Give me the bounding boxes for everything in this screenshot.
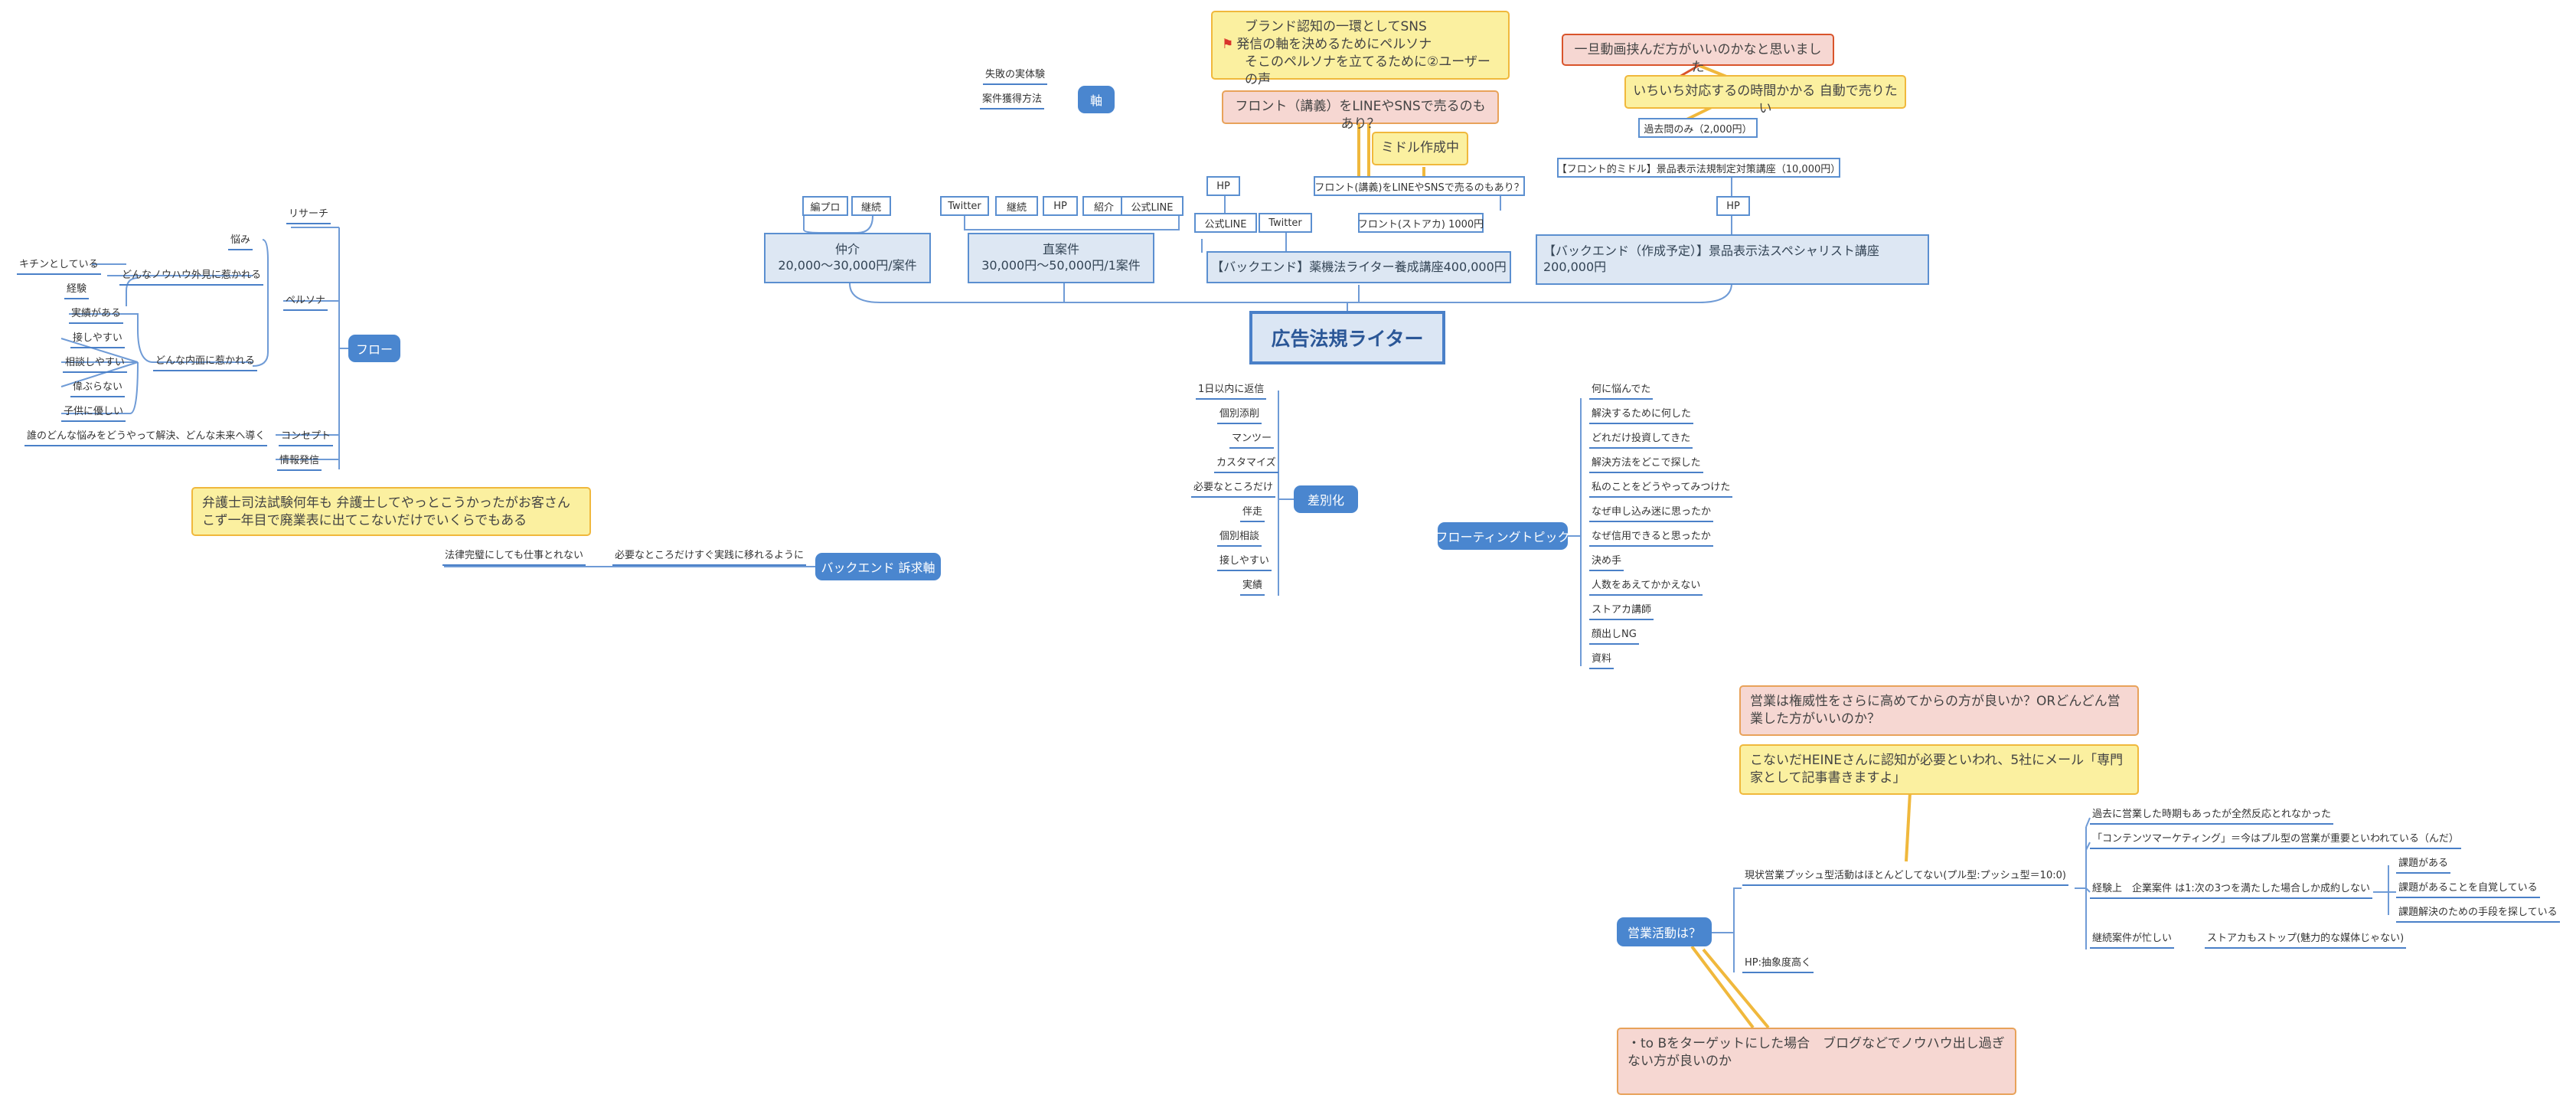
- backend2-tag-kakomon[interactable]: 過去問のみ（2,000円）: [1638, 118, 1758, 138]
- float-item-6[interactable]: なぜ申し込み迷に思ったか: [1589, 506, 1714, 522]
- backend2-box[interactable]: 【バックエンド（作成予定）】景品表示法スペシャリスト講座200,000円: [1536, 234, 1929, 285]
- backend1-tag-storeaka[interactable]: フロント(ストアカ) 1000円: [1358, 213, 1484, 233]
- note-brand-line-2: ⚑発信の軸を決めるためにペルソナ: [1222, 36, 1499, 54]
- flow-joho[interactable]: 情報発信: [277, 455, 322, 471]
- flow-research[interactable]: リサーチ: [286, 208, 331, 224]
- sales-keiken-item-3[interactable]: 課題解決のための手段を探している: [2396, 907, 2560, 923]
- backend1-tag-hp[interactable]: HP: [1206, 176, 1240, 196]
- backend2-tag-middle[interactable]: 【フロント的ミドル】景品表示法規制定対策講座（10,000円）: [1557, 158, 1840, 178]
- flow-naimen[interactable]: どんな内面に惹かれる: [153, 355, 258, 371]
- backend1-tag-front-line[interactable]: フロント(講義)をLINEやSNSで売るのもあり？: [1314, 176, 1525, 196]
- flag-icon: ⚑: [1222, 36, 1234, 52]
- sales-keiken[interactable]: 経験上 企業案件 は1:次の3つを満たした場合しか成約しない: [2090, 883, 2373, 899]
- diff-item-6[interactable]: 伴走: [1240, 506, 1265, 522]
- sales-hp-item[interactable]: HP:抽象度高く: [1742, 957, 1814, 973]
- chokuanken-tag-keizoku[interactable]: 継続: [995, 196, 1038, 216]
- diff-item-3[interactable]: マンツー: [1229, 433, 1275, 449]
- chokuanken-price: 30,000円〜50,000円/1案件: [981, 258, 1141, 273]
- topic-flow[interactable]: フロー: [348, 335, 400, 362]
- backend1-box[interactable]: 【バックエンド】薬機法ライター養成講座400,000円: [1206, 251, 1511, 283]
- chukai-title: 仲介: [834, 242, 860, 257]
- backend2-tag-hp[interactable]: HP: [1716, 196, 1750, 216]
- diff-item-7[interactable]: 個別相談: [1217, 531, 1262, 547]
- diff-item-8[interactable]: 接しやすい: [1217, 555, 1272, 571]
- sales-sub-item-2[interactable]: 「コンテンツマーケティング」＝今はプル型の営業が重要といわれている（んだ）: [2090, 833, 2461, 849]
- flow-gaiken-item-1[interactable]: キチンとしている: [17, 259, 101, 275]
- float-item-4[interactable]: 解決方法をどこで探した: [1589, 457, 1703, 473]
- chokuanken-title: 直案件: [1042, 242, 1079, 257]
- note-brand-line-3: そこのペルソナを立てるために②ユーザーの声: [1245, 54, 1490, 87]
- float-item-5[interactable]: 私のことをどうやってみつけた: [1589, 482, 1733, 498]
- flow-naimen-item-4[interactable]: 偉ぶらない: [70, 381, 126, 397]
- chukai-price: 20,000〜30,000円/案件: [778, 258, 917, 273]
- sales-storeaka[interactable]: ストアカもストップ(魅力的な媒体じゃない): [2205, 933, 2407, 949]
- sales-keizoku[interactable]: 継続案件が忙しい: [2090, 933, 2175, 949]
- float-item-1[interactable]: 何に悩んでた: [1589, 384, 1654, 400]
- diff-item-5[interactable]: 必要なところだけ: [1191, 482, 1276, 498]
- flow-concept[interactable]: コンセプト: [279, 430, 334, 446]
- flow-persona[interactable]: ペルソナ: [283, 295, 328, 311]
- jiku-item-1[interactable]: 失敗の実体験: [983, 69, 1048, 85]
- diff-item-1[interactable]: 1日以内に返信: [1196, 384, 1267, 400]
- float-item-7[interactable]: なぜ信用できると思ったか: [1589, 531, 1713, 547]
- float-item-10[interactable]: ストアカ講師: [1589, 604, 1654, 620]
- flow-naimen-item-5[interactable]: 子供に優しい: [61, 406, 126, 422]
- flow-concept-text[interactable]: 誰のどんな悩みをどうやって解決、どんな未来へ導く: [24, 430, 268, 446]
- topic-jiku[interactable]: 軸: [1078, 86, 1115, 113]
- backend1-tag-line[interactable]: 公式LINE: [1194, 213, 1257, 233]
- topic-differentiation[interactable]: 差別化: [1294, 485, 1358, 513]
- note-bengoshi[interactable]: 弁護士司法試験何年も 弁護士してやっとこうかったがお客さんこず一年目で廃業表に出…: [191, 487, 591, 536]
- note-brand-line-2-text: 発信の軸を決めるためにペルソナ: [1236, 36, 1432, 52]
- float-item-3[interactable]: どれだけ投資してきた: [1589, 433, 1693, 449]
- backend2-title: 【バックエンド（作成予定）】景品表示法スペシャリスト講座200,000円: [1543, 243, 1879, 274]
- flow-naimen-item-2[interactable]: 接しやすい: [70, 332, 125, 348]
- sales-sub-item-1[interactable]: 過去に営業した時期もあったが全然反応とれなかった: [2090, 809, 2334, 825]
- note-tob[interactable]: ・to Bをターゲットにした場合 ブログなどでノウハウ出し過ぎない方が良いのか: [1617, 1028, 2016, 1095]
- float-item-11[interactable]: 顔出しNG: [1589, 629, 1639, 645]
- flow-naimen-item-1[interactable]: 実績がある: [69, 308, 124, 324]
- backend1-tag-twitter[interactable]: Twitter: [1259, 213, 1312, 233]
- backend-appeal-item-2[interactable]: 法律完璧にしても仕事とれない: [442, 550, 586, 566]
- chokuanken-tag-twitter[interactable]: Twitter: [940, 196, 989, 216]
- diff-item-9[interactable]: 実績: [1240, 580, 1265, 596]
- flow-gaiken-item-2[interactable]: 経験: [64, 283, 90, 299]
- float-item-2[interactable]: 解決するために何した: [1589, 408, 1694, 424]
- note-heine[interactable]: こないだHEINEさんに認知が必要といわれ、5社にメール「専門家として記事書きま…: [1739, 744, 2139, 795]
- float-item-12[interactable]: 資料: [1589, 653, 1614, 669]
- sales-keiken-item-2[interactable]: 課題があることを自覚している: [2396, 882, 2540, 898]
- topic-sales[interactable]: 営業活動は？: [1617, 917, 1712, 946]
- diff-item-4[interactable]: カスタマイズ: [1214, 457, 1278, 473]
- topic-floating[interactable]: フローティングトピック: [1435, 522, 1570, 550]
- note-video[interactable]: 一旦動画挟んだ方がいいのかなと思いました: [1562, 34, 1834, 75]
- flow-gaiken[interactable]: どんなノウハウ外見に惹かれる: [119, 270, 264, 286]
- topic-backend-appeal[interactable]: バックエンド 訴求軸: [815, 553, 941, 580]
- chokuanken-tag-shokai[interactable]: 紹介: [1082, 196, 1125, 216]
- chukai-box[interactable]: 仲介 20,000〜30,000円/案件: [764, 233, 931, 283]
- sales-main-item[interactable]: 現状営業プッシュ型活動はほとんどしてない(プル型:プッシュ型＝10:0): [1742, 870, 2068, 886]
- backend-appeal-item-1[interactable]: 必要なところだけすぐ実践に移れるように: [612, 550, 807, 566]
- chokuanken-tag-hp[interactable]: HP: [1043, 196, 1078, 216]
- note-front-line-sns[interactable]: フロント（講義）をLINEやSNSで売るのもあり？: [1222, 90, 1499, 132]
- flow-naimen-item-3[interactable]: 相談しやすい: [63, 357, 127, 373]
- chukai-tag-henpro[interactable]: 編プロ: [802, 196, 848, 216]
- chokuanken-box[interactable]: 直案件 30,000円〜50,000円/1案件: [968, 233, 1154, 283]
- note-brand[interactable]: ブランド認知の一環としてSNS ⚑発信の軸を決めるためにペルソナ そこのペルソナ…: [1211, 11, 1510, 87]
- note-midol[interactable]: ミドル作成中: [1372, 132, 1468, 165]
- note-sales-question[interactable]: 営業は権威性をさらに高めてからの方が良いか？ORどんどん営業した方がいいのか？: [1739, 685, 2139, 736]
- sales-keiken-item-1[interactable]: 課題がある: [2396, 858, 2451, 874]
- jiku-item-2[interactable]: 案件獲得方法: [980, 93, 1045, 109]
- float-item-9[interactable]: 人数をあえてかかえない: [1589, 580, 1703, 596]
- float-item-8[interactable]: 決め手: [1589, 555, 1624, 571]
- central-topic[interactable]: 広告法規ライター: [1249, 311, 1445, 364]
- note-auto[interactable]: いちいち対応するの時間かかる 自動で売りたい: [1624, 75, 1906, 116]
- flow-nayami[interactable]: 悩み: [228, 234, 253, 250]
- chukai-tag-keizoku[interactable]: 継続: [851, 196, 891, 216]
- backend1-title: 【バックエンド】薬機法ライター養成講座400,000円: [1211, 259, 1507, 274]
- note-brand-line-1: ブランド認知の一環としてSNS: [1245, 19, 1427, 34]
- diff-item-2[interactable]: 個別添削: [1217, 408, 1262, 424]
- chokuanken-tag-line[interactable]: 公式LINE: [1121, 196, 1184, 216]
